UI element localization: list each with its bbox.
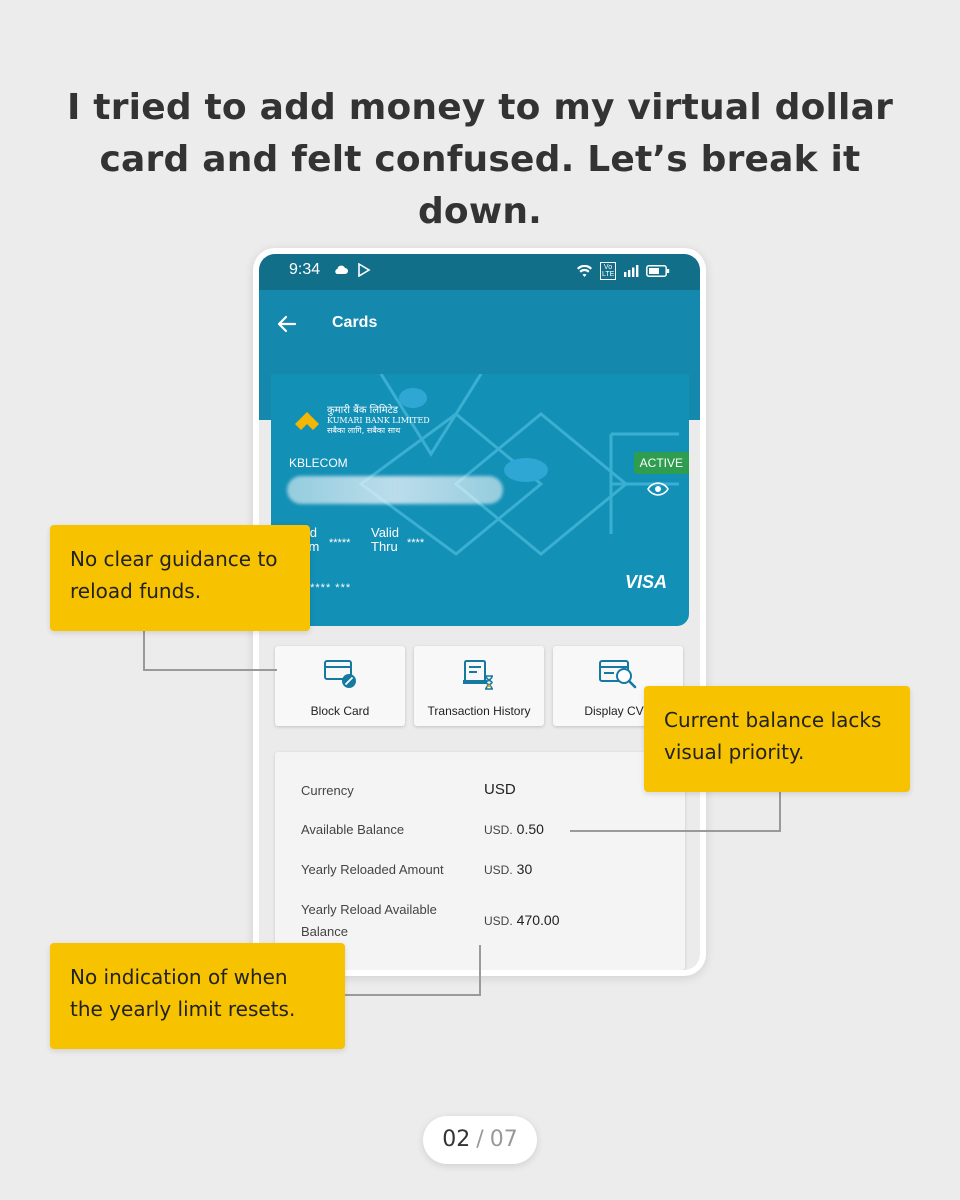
yearly-reloaded-label: Yearly Reloaded Amount	[301, 862, 444, 877]
available-balance-amount: 0.50	[516, 821, 544, 837]
connector-balance	[570, 790, 781, 832]
page-current: 02	[442, 1127, 471, 1152]
transaction-history-icon	[463, 660, 493, 690]
display-cvv-label: Display CVV	[584, 704, 652, 718]
phone-frame: 9:34 Vo LTE Cards	[253, 248, 706, 976]
headline-line-1: I tried to add money to my virtual dolla…	[66, 87, 894, 128]
connector-limit	[345, 945, 481, 996]
bank-name-english: KUMARI BANK LIMITED	[327, 416, 430, 425]
status-time: 9:34	[289, 261, 321, 278]
callout-reload-guidance: No clear guidance to reload funds.	[50, 525, 310, 631]
bank-tagline: सबैका लागि, सबैका साथ	[327, 426, 401, 435]
block-card-icon	[324, 660, 356, 688]
block-card-label: Block Card	[310, 704, 370, 718]
status-badge: ACTIVE	[633, 452, 689, 474]
card-holder-name: KBLECOM	[289, 456, 348, 470]
headline: I tried to add money to my virtual dolla…	[40, 82, 920, 238]
page-indicator: 02/07	[423, 1116, 537, 1164]
eye-icon[interactable]	[647, 482, 669, 496]
page-title: Cards	[332, 314, 378, 331]
connector-reload	[143, 630, 277, 671]
bank-logo: कुमारी बैंक लिमिटेड KUMARI BANK LIMITED …	[293, 406, 430, 436]
volte-icon: Vo LTE	[600, 262, 616, 280]
currency-label: Currency	[301, 783, 354, 798]
yearly-available-value: USD.470.00	[484, 912, 560, 928]
signal-icon	[624, 265, 639, 277]
display-cvv-icon	[599, 660, 637, 689]
wifi-icon	[577, 264, 592, 277]
page-total: 07	[489, 1127, 518, 1152]
virtual-card[interactable]: कुमारी बैंक लिमिटेड KUMARI BANK LIMITED …	[271, 374, 689, 626]
available-balance-value: USD.0.50	[484, 821, 544, 837]
card-pattern	[358, 374, 679, 556]
cloud-icon	[335, 265, 348, 274]
callout-yearly-limit: No indication of when the yearly limit r…	[50, 943, 345, 1049]
valid-thru-value: ****	[407, 537, 425, 549]
currency-value: USD	[484, 781, 516, 798]
bank-logo-icon	[295, 412, 319, 430]
yearly-available-currency: USD.	[484, 914, 513, 928]
battery-icon	[646, 265, 670, 277]
available-balance-currency: USD.	[484, 823, 513, 837]
page-separator: /	[476, 1127, 484, 1152]
yearly-reloaded-amount: 30	[516, 861, 533, 877]
card-details-panel: Currency USD Available Balance USD.0.50 …	[275, 752, 685, 970]
bank-name-nepali: कुमारी बैंक लिमिटेड	[327, 405, 399, 416]
yearly-available-amount: 470.00	[516, 912, 560, 928]
play-store-icon	[358, 263, 371, 277]
card-number-blurred	[287, 476, 503, 504]
yearly-available-label: Yearly Reload Available Balance	[301, 902, 437, 939]
headline-line-2: card and felt confused. Let’s break it d…	[99, 139, 861, 232]
transaction-history-button[interactable]: Transaction History	[414, 646, 544, 726]
callout-balance-priority: Current balance lacks visual priority.	[644, 686, 910, 792]
valid-from-value: *****	[329, 537, 351, 549]
valid-thru-label: Valid Thru	[371, 525, 399, 554]
back-arrow-icon[interactable]	[275, 312, 299, 336]
status-bar: 9:34 Vo LTE	[259, 254, 700, 290]
available-balance-label: Available Balance	[301, 822, 405, 837]
visa-logo: VISA	[624, 572, 667, 592]
block-card-button[interactable]: Block Card	[275, 646, 405, 726]
card-actions: Block Card Transaction History	[275, 646, 685, 726]
yearly-reloaded-value: USD.30	[484, 861, 532, 877]
yearly-reloaded-currency: USD.	[484, 863, 513, 877]
phone-screen: 9:34 Vo LTE Cards	[259, 254, 700, 970]
transaction-history-label: Transaction History	[427, 704, 531, 718]
